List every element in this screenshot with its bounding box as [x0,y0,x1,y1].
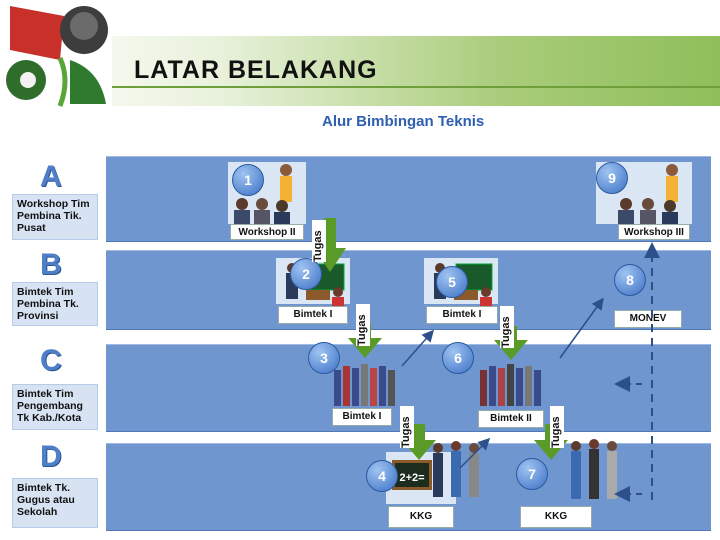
step-9-badge: 9 [596,162,628,194]
group-illustration-icon [334,364,395,406]
step-5-caption: Bimtek I [426,306,498,324]
step-2-badge: 2 [290,258,322,290]
page-title: LATAR BELAKANG [134,56,378,84]
meeting-illustration-icon [618,164,678,224]
row-band-b [106,250,711,330]
step-2-caption: Bimtek I [278,306,348,324]
tugas-label: Tugas [400,416,412,448]
step-8-badge: 8 [614,264,646,296]
step-7-caption: KKG [520,506,592,528]
row-label-c: Bimtek Tim Pengembang Tk Kab./Kota [12,384,98,430]
step-9-caption: Workshop III [618,224,690,240]
group-illustration-icon [480,364,541,406]
teachers-illustration-icon [433,441,479,497]
step-3-caption: Bimtek I [332,408,392,426]
header-bar [0,36,720,106]
step-1-caption: Workshop II [230,224,304,240]
row-label-a: Workshop Tim Pembina Tik. Pusat [12,194,98,240]
tugas-label: Tugas [550,416,562,448]
tugas-label-box [400,406,414,448]
step-6-caption: Bimtek II [478,410,544,428]
step-6-badge: 6 [442,342,474,374]
tugas-label-box [550,406,564,448]
step-4-badge: 4 [366,460,398,492]
row-letter-c: C [40,344,62,377]
step-8-caption: MONEV [614,310,682,328]
row-letter-d: D [40,440,62,473]
row-letter-a: A [40,160,62,193]
meeting-illustration-icon [234,164,292,224]
tugas-label: Tugas [500,316,512,348]
step-1-badge: 1 [232,164,264,196]
tugas-label-box [500,306,514,348]
tugas-label: Tugas [312,230,324,262]
step-4-caption: KKG [388,506,454,528]
teachers-illustration-icon [571,439,617,499]
tugas-label-box [312,220,326,262]
row-letter-b: B [40,248,62,281]
step-7-badge: 7 [516,458,548,490]
step-5-badge: 5 [436,266,468,298]
row-label-d: Bimtek Tk. Gugus atau Sekolah [12,478,98,528]
header-logo-icon [0,0,112,108]
blackboard: 2+2= [392,460,432,490]
row-label-b: Bimtek Tim Pembina Tk. Provinsi [12,282,98,326]
step-3-badge: 3 [308,342,340,374]
tugas-label-box [356,304,370,346]
diagram-title: Alur Bimbingan Teknis [322,113,485,130]
header-divider [98,86,720,88]
tugas-label: Tugas [356,314,368,346]
